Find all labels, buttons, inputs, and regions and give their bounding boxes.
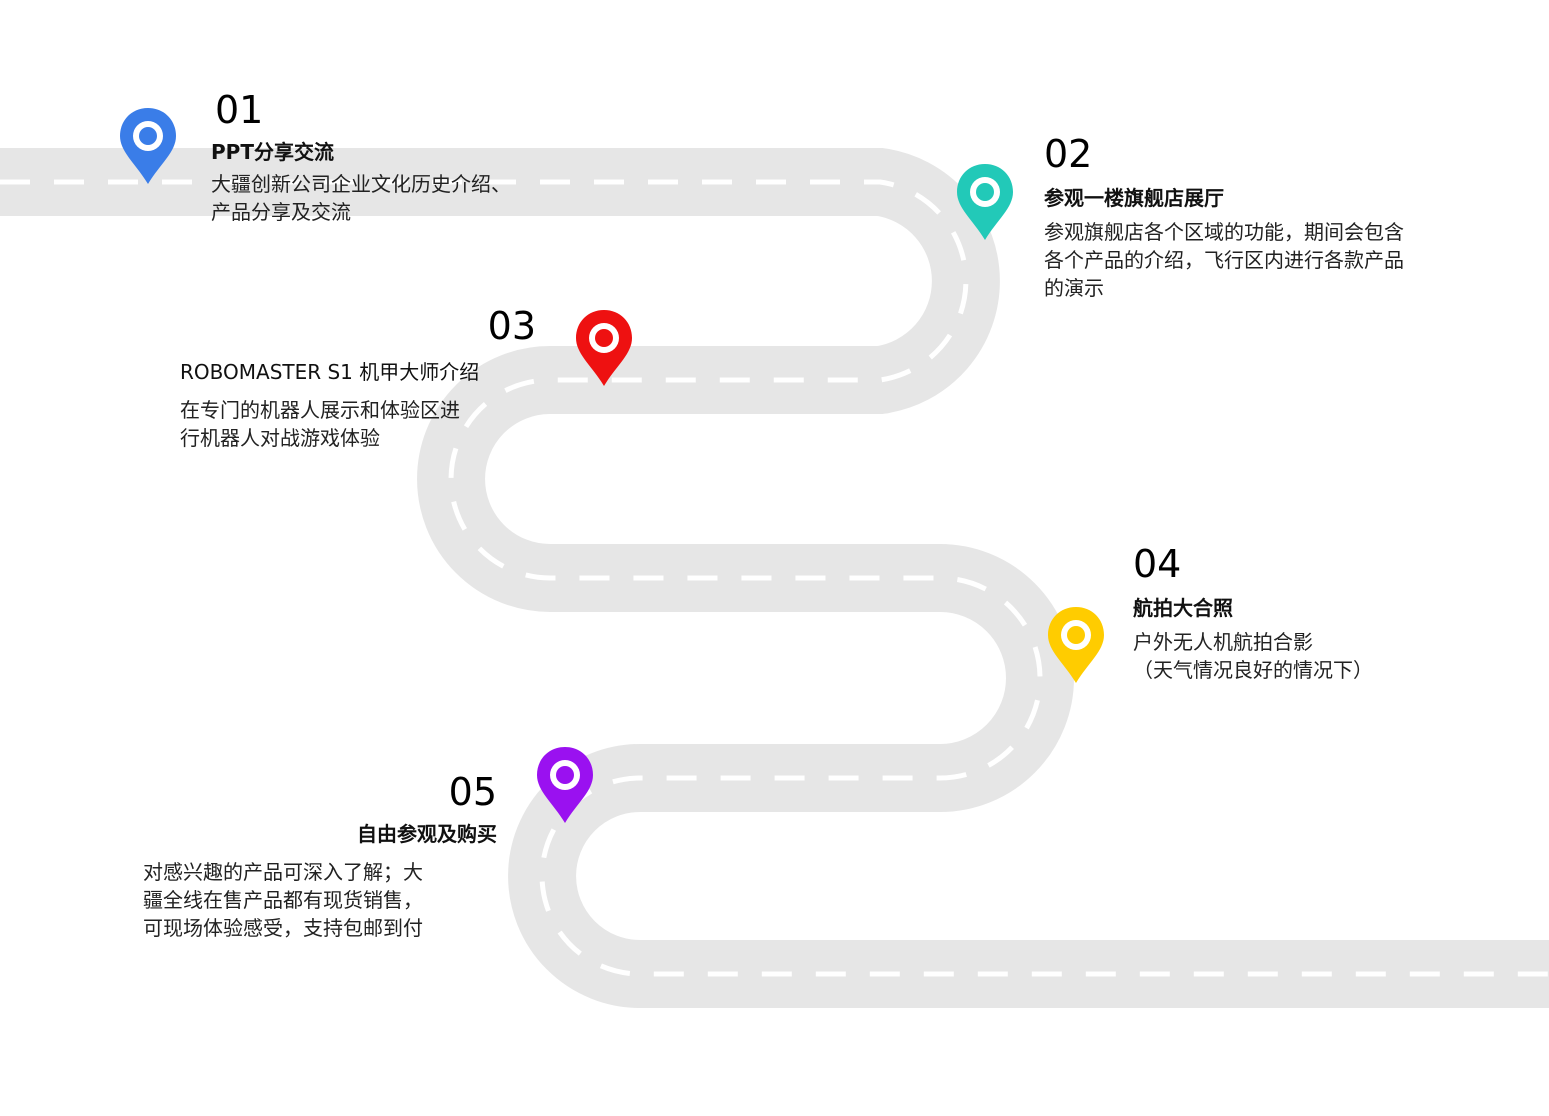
location-pin-icon	[1048, 607, 1104, 683]
stop-title: 航拍大合照	[1133, 596, 1233, 620]
stop-number: 03	[487, 304, 536, 348]
stop-03: 03 ROBOMASTER S1 机甲大师介绍 在专门的机器人展示和体验区进 行…	[180, 304, 540, 452]
stop-number: 05	[448, 770, 497, 814]
location-pin-icon	[537, 747, 593, 823]
stop-description: 户外无人机航拍合影 （天气情况良好的情况下）	[1133, 630, 1373, 682]
stop-description: 在专门的机器人展示和体验区进 行机器人对战游戏体验	[180, 398, 460, 450]
stop-description: 大疆创新公司企业文化历史介绍、 产品分享及交流	[211, 172, 511, 224]
stop-title: 自由参观及购买	[357, 822, 497, 846]
location-pin-icon	[120, 108, 176, 184]
stop-04: 04 航拍大合照 户外无人机航拍合影 （天气情况良好的情况下）	[1133, 542, 1513, 684]
stop-number: 04	[1133, 542, 1182, 586]
stop-description: 对感兴趣的产品可深入了解；大 疆全线在售产品都有现货销售， 可现场体验感受，支持…	[143, 860, 423, 940]
stop-title: ROBOMASTER S1 机甲大师介绍	[180, 360, 480, 384]
stop-number: 01	[215, 88, 264, 132]
location-pin-icon	[957, 164, 1013, 240]
road-center-dashes	[0, 179, 1549, 977]
stop-description: 参观旗舰店各个区域的功能，期间会包含 各个产品的介绍，飞行区内进行各款产品 的演…	[1044, 220, 1404, 300]
stop-02: 02 参观一楼旗舰店展厅 参观旗舰店各个区域的功能，期间会包含 各个产品的介绍，…	[1044, 132, 1514, 302]
stop-title: PPT分享交流	[211, 140, 334, 164]
stop-05: 05 自由参观及购买 对感兴趣的产品可深入了解；大 疆全线在售产品都有现货销售，…	[143, 770, 503, 942]
stop-number: 02	[1044, 132, 1093, 176]
location-pin-icon	[576, 310, 632, 386]
stop-title: 参观一楼旗舰店展厅	[1044, 186, 1224, 210]
stop-01: 01 PPT分享交流 大疆创新公司企业文化历史介绍、 产品分享及交流	[211, 88, 591, 226]
